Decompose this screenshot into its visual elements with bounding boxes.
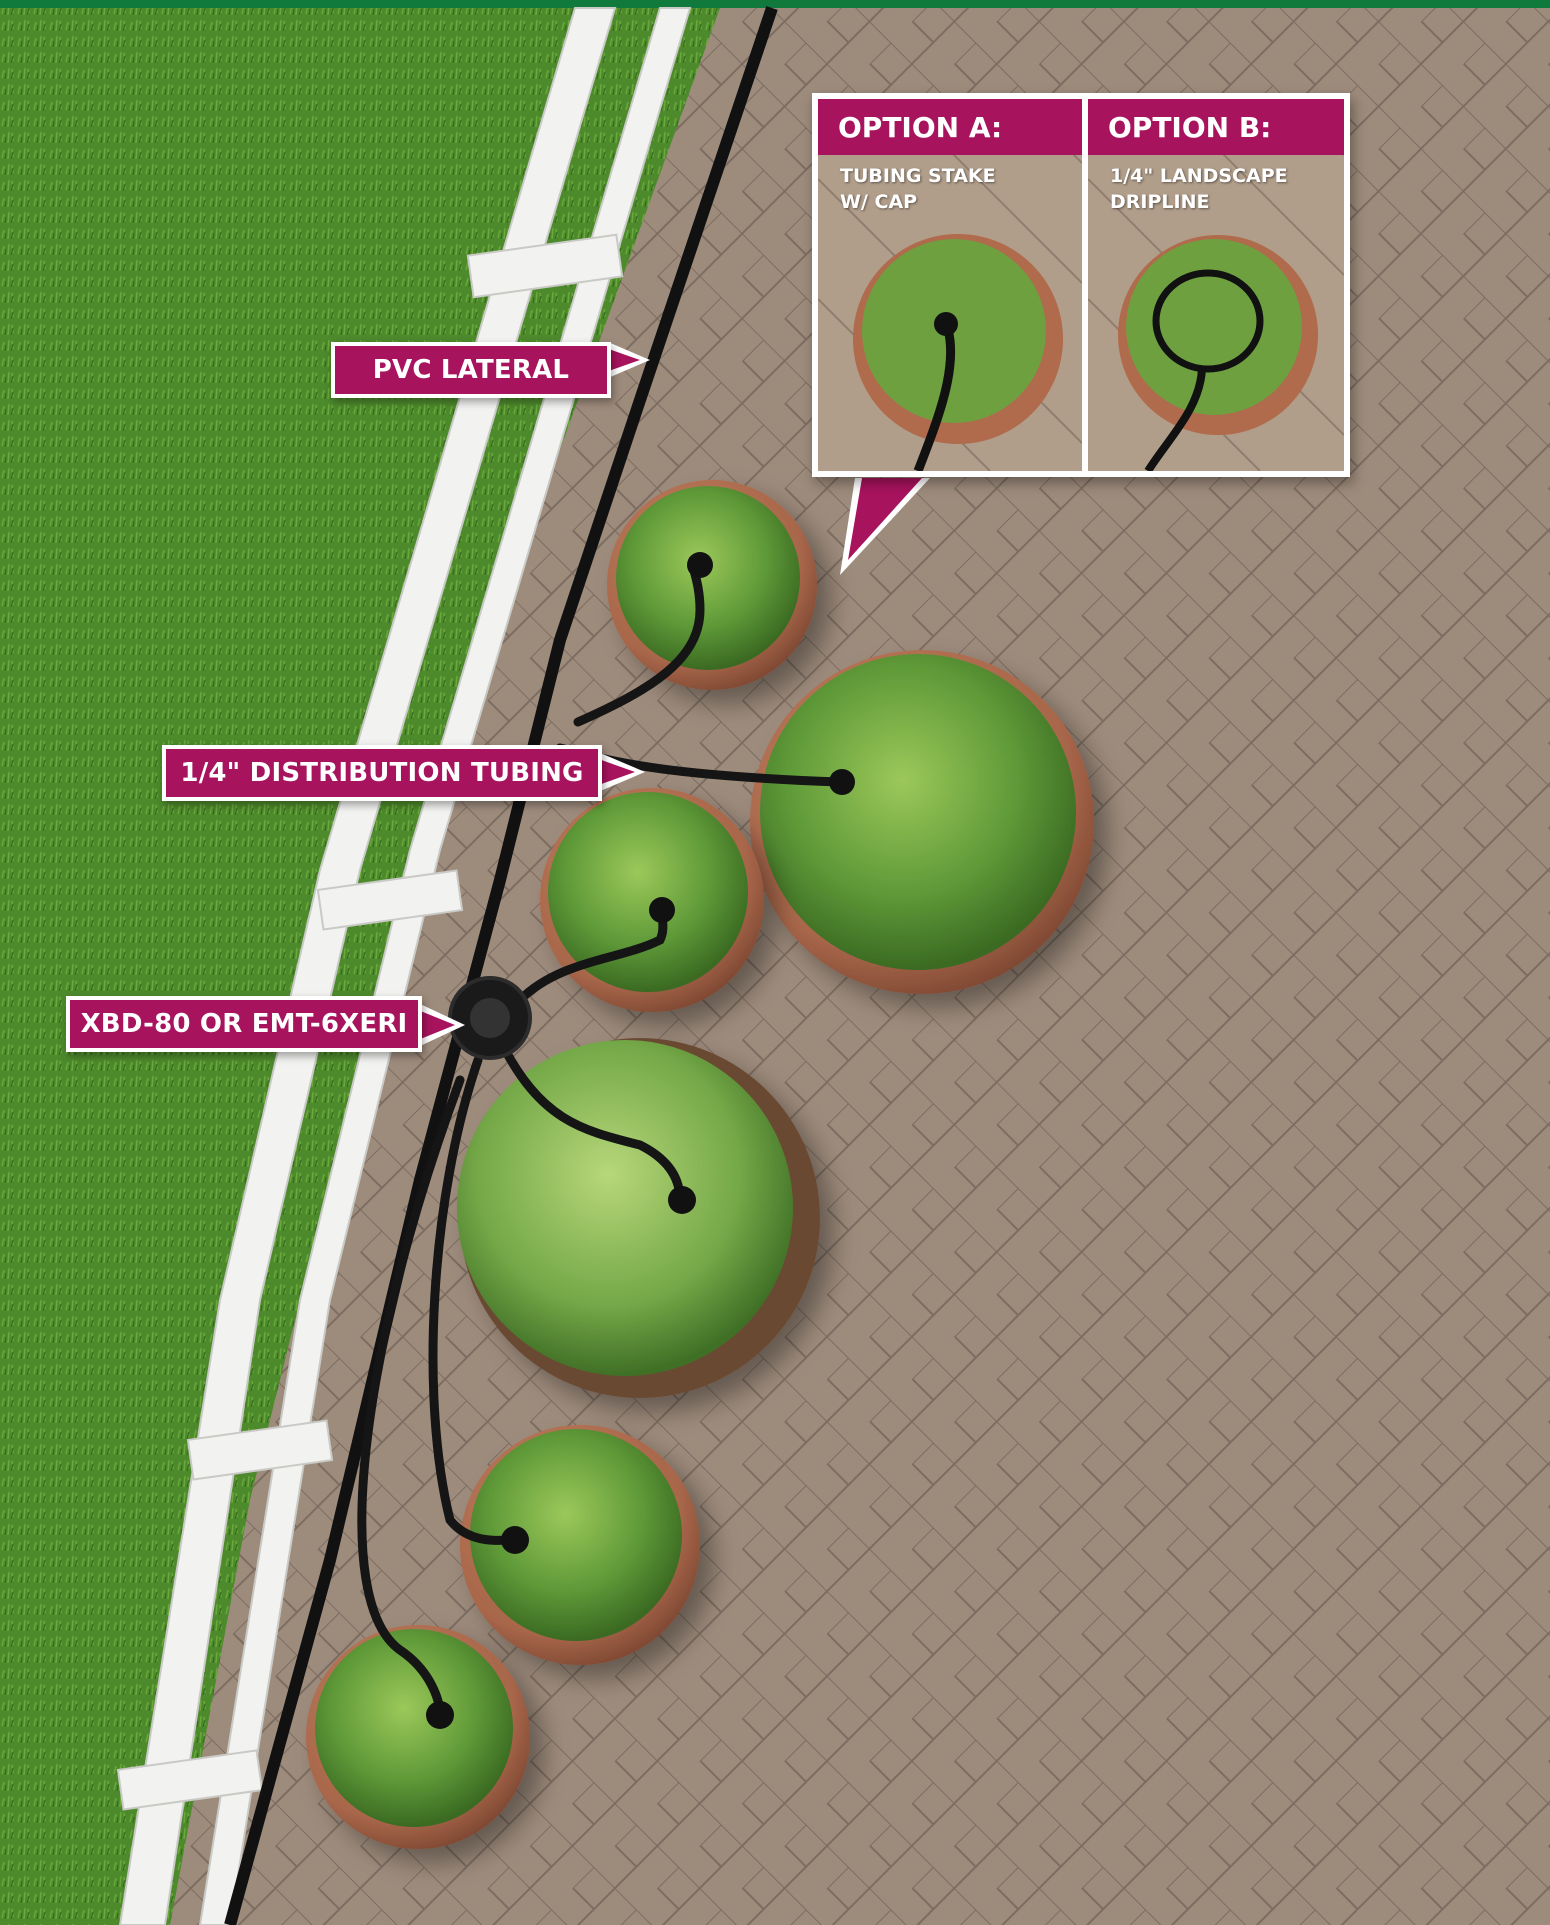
planter-1 — [607, 480, 817, 690]
pvc-lateral-label: PVC LATERAL — [331, 342, 611, 398]
planter-2 — [750, 650, 1094, 994]
option-b-panel: OPTION B: 1/4" LANDSCAPE DRIPLINE — [1088, 99, 1344, 471]
device-label: XBD-80 OR EMT-6XERI — [66, 996, 422, 1052]
option-a-subtitle: TUBING STAKE W/ CAP — [840, 163, 996, 215]
option-a-title: OPTION A: — [818, 99, 1082, 155]
planter-3 — [540, 788, 764, 1012]
distribution-tubing-label: 1/4" DISTRIBUTION TUBING — [162, 745, 602, 801]
planter-5 — [306, 1625, 530, 1849]
planter-4 — [460, 1425, 700, 1665]
option-b-title: OPTION B: — [1088, 99, 1344, 155]
options-panel: OPTION A: TUBING STAKE W/ CAP OPTION B: … — [812, 93, 1350, 477]
option-a-panel: OPTION A: TUBING STAKE W/ CAP — [818, 99, 1082, 471]
option-b-subtitle: 1/4" LANDSCAPE DRIPLINE — [1110, 163, 1288, 215]
xbd-device-icon — [450, 978, 530, 1058]
